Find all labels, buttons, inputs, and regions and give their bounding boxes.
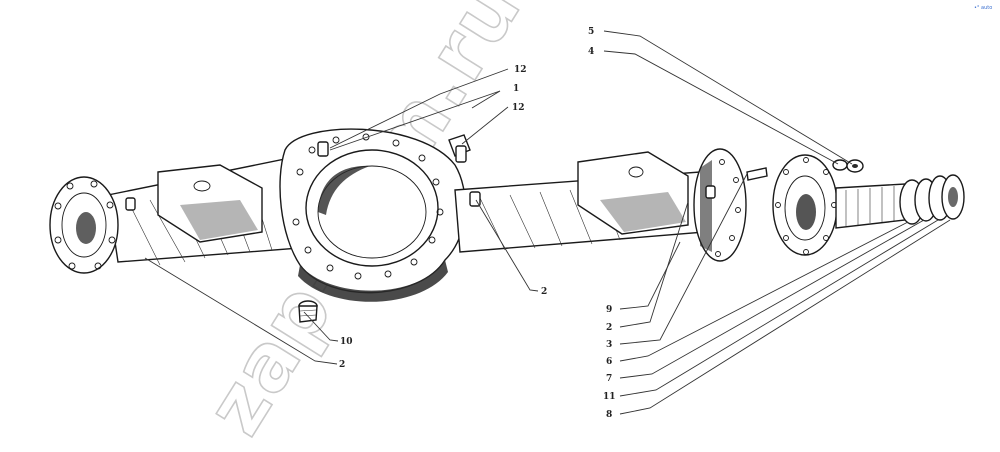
callout-3: 3: [606, 340, 612, 350]
spindle-shaft: [835, 183, 906, 229]
callout-5: 5: [588, 27, 594, 37]
right-saddle: [577, 151, 689, 235]
callout-labels: 12 1 12 5 4 2 10 2 9 2 3 6 7 11 8: [339, 27, 616, 420]
callout-2-bottom: 2: [339, 360, 345, 370]
hub-spindle-assembly: [772, 154, 965, 256]
plug-part-10: [298, 300, 318, 323]
bolt-part-12: [448, 134, 471, 163]
left-saddle: [157, 164, 263, 243]
callout-6: 6: [606, 357, 612, 367]
callout-10: 10: [340, 337, 353, 347]
axle-housing: [49, 128, 747, 302]
callout-11: 11: [603, 392, 616, 402]
stud-pin: [746, 167, 768, 181]
callout-2-right: 2: [606, 323, 612, 333]
callout-8: 8: [606, 410, 612, 420]
callout-7: 7: [606, 374, 612, 384]
leader-lines: [144, 30, 951, 415]
callout-12-top: 12: [514, 65, 527, 75]
callout-12-bolt: 12: [512, 103, 525, 113]
callout-9: 9: [606, 305, 612, 315]
callout-4: 4: [588, 47, 594, 57]
callout-1: 1: [513, 84, 519, 94]
washer-part-4: [832, 159, 848, 171]
callout-2-center: 2: [541, 287, 547, 297]
corner-mark: •° auto: [974, 5, 992, 11]
